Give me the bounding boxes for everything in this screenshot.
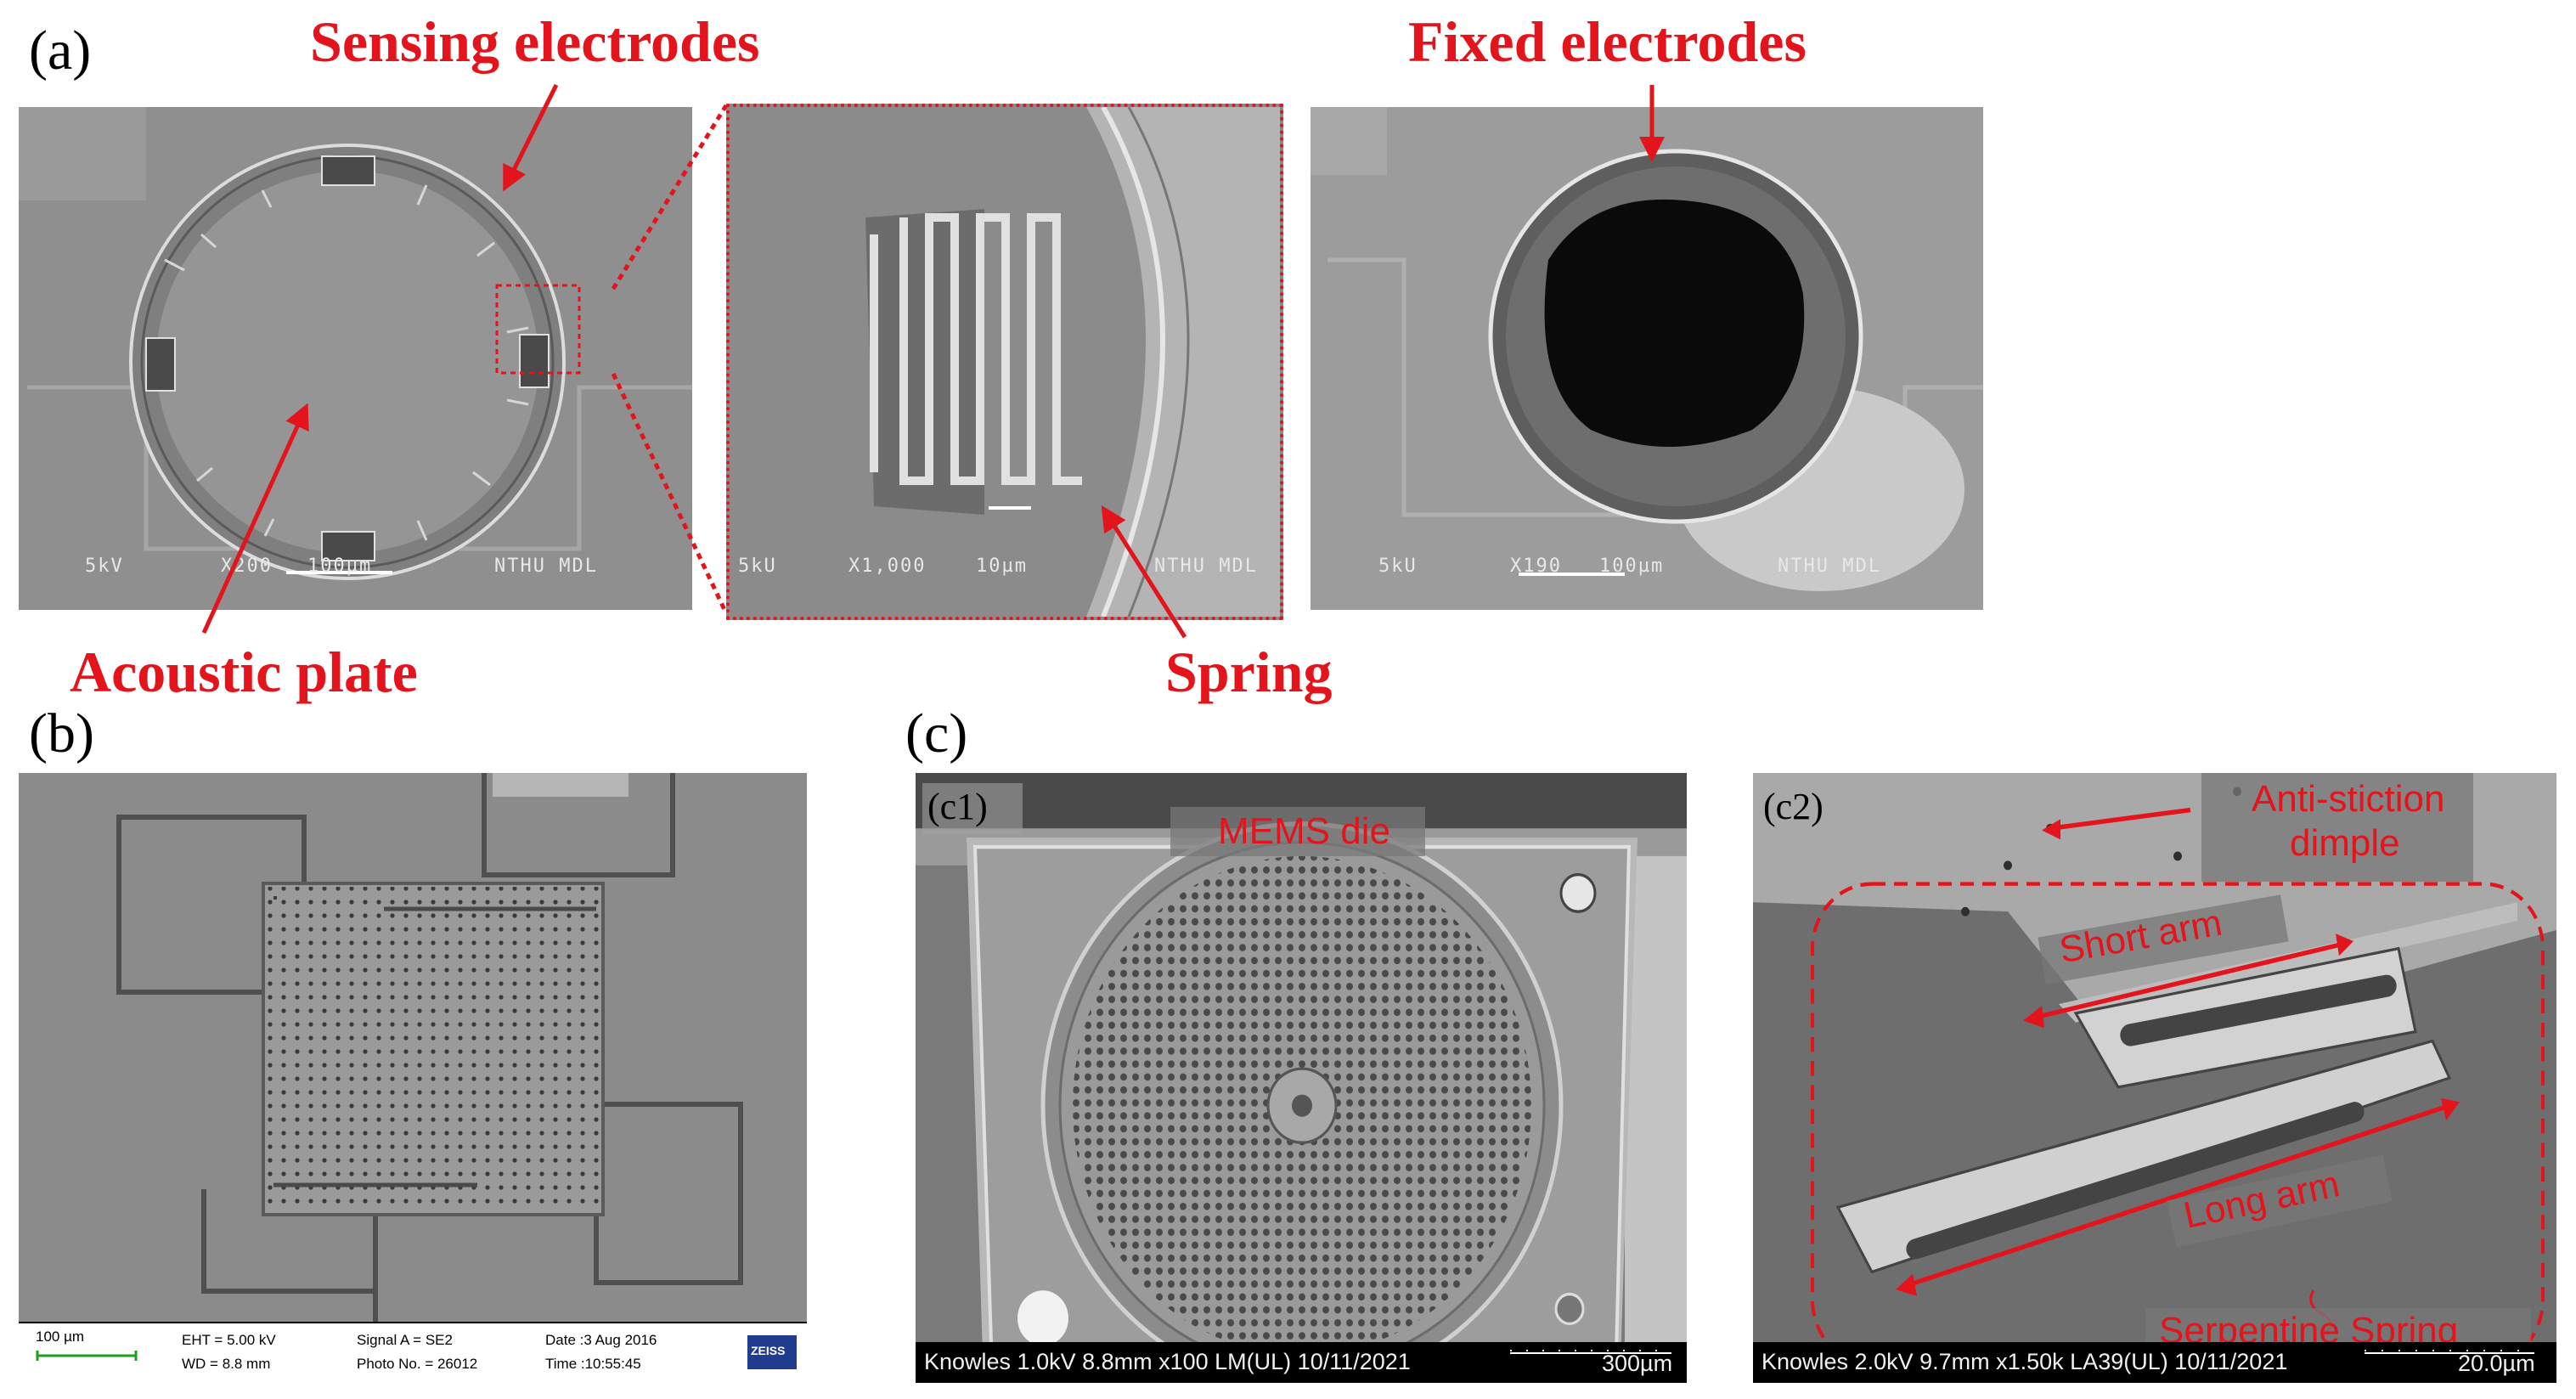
sem1-lab: NTHU MDL xyxy=(494,556,598,577)
mems-die-label: MEMS die xyxy=(1218,810,1390,852)
sem2-scale: 10µm xyxy=(976,556,1028,577)
sem-image-spring-zoom: 5kU X1,000 10µm NTHU MDL xyxy=(726,104,1283,620)
sem3-kv: 5kU xyxy=(1378,556,1418,577)
scale-bar-icon xyxy=(36,1351,138,1361)
info-signal: Signal A = SE2 xyxy=(357,1332,453,1348)
panel-c1-letter: (c1) xyxy=(927,786,988,827)
panel-b-letter: (b) xyxy=(29,702,94,764)
anti-stiction-label-line1: Anti-stiction xyxy=(2252,778,2445,820)
anti-stiction-label-line2: dimple xyxy=(2290,822,2400,864)
sem-image-acoustic-plate: 5kV X200 100µm NTHU MDL xyxy=(19,107,692,610)
sem-image-fixed-electrodes: 5kU X190 100µm NTHU MDL xyxy=(1311,107,1983,610)
mems-die-label-box xyxy=(1170,807,1425,856)
sem3-lab: NTHU MDL xyxy=(1778,556,1881,577)
panel-a-letter: (a) xyxy=(29,20,92,82)
spring-label: Spring xyxy=(1165,640,1333,704)
c1-info-bar: Knowles 1.0kV 8.8mm x100 LM(UL) 10/11/20… xyxy=(916,1342,1687,1383)
info-photo: Photo No. = 26012 xyxy=(357,1356,478,1372)
c2-scale-bar-icon xyxy=(2365,1350,2534,1354)
sem3-scale: 100µm xyxy=(1599,556,1665,577)
sensing-electrodes-label: Sensing electrodes xyxy=(310,9,760,74)
sem2-kv: 5kU xyxy=(738,556,777,577)
anti-stiction-label-box xyxy=(2201,773,2473,882)
zeiss-logo-text: ZEISS xyxy=(751,1344,786,1357)
sem-image-serpentine-spring: Anti-stiction dimple Short arm Long arm … xyxy=(1753,773,2556,1383)
sem-image-mems-die: MEMS die (c1) xyxy=(916,773,1687,1383)
zeiss-logo: ZEISS xyxy=(747,1335,797,1369)
c2-info-text: Knowles 2.0kV 9.7mm x1.50k LA39(UL) 10/1… xyxy=(1761,1349,2288,1374)
info-date: Date :3 Aug 2016 xyxy=(545,1332,657,1348)
acoustic-plate-label: Acoustic plate xyxy=(70,640,418,704)
fixed-electrodes-label: Fixed electrodes xyxy=(1408,9,1807,74)
c2-scale: 20.0µm xyxy=(2458,1351,2535,1376)
c2-info-bar: Knowles 2.0kV 9.7mm x1.50k LA39(UL) 10/1… xyxy=(1753,1342,2556,1383)
sem2-mag: X1,000 xyxy=(848,556,927,577)
info-scale: 100 µm xyxy=(36,1328,85,1345)
c1-scale-bar-icon xyxy=(1510,1350,1671,1354)
sem3-mag: X190 xyxy=(1510,556,1562,577)
c1-scale: 300µm xyxy=(1602,1351,1673,1376)
panel-c-letter: (c) xyxy=(905,702,968,764)
info-wd: WD = 8.8 mm xyxy=(182,1356,271,1372)
info-eht: EHT = 5.00 kV xyxy=(182,1332,276,1348)
sem1-scale: 100µm xyxy=(307,556,373,577)
c1-info-text: Knowles 1.0kV 8.8mm x100 LM(UL) 10/11/20… xyxy=(924,1349,1411,1374)
info-time: Time :10:55:45 xyxy=(545,1356,641,1372)
c1-letter-box xyxy=(922,783,1023,834)
sem-image-square-plate xyxy=(19,773,807,1380)
sem-info-bar: 100 µm EHT = 5.00 kV WD = 8.8 mm Signal … xyxy=(19,1322,807,1382)
sem1-kv: 5kV xyxy=(85,556,124,577)
sem2-lab: NTHU MDL xyxy=(1154,556,1258,577)
panel-c2-letter: (c2) xyxy=(1763,786,1823,827)
